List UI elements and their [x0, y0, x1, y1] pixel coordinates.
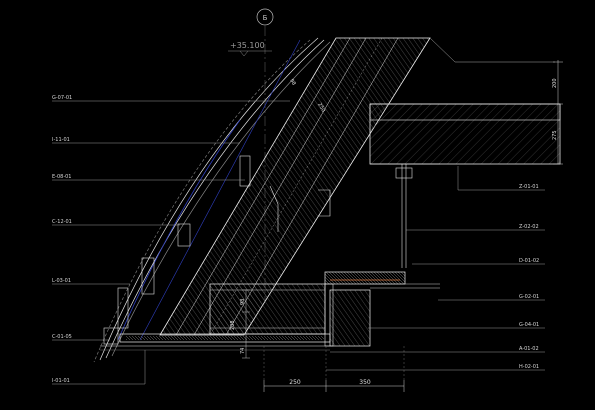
- right-dimension-chain: [553, 60, 563, 165]
- label-right-6: H-02-01: [519, 364, 539, 370]
- dim-bottom-left: 250: [289, 379, 301, 386]
- grid-axis-label: Б: [263, 14, 268, 22]
- label-right-0: Z-01-01: [519, 184, 539, 190]
- label-left-2: E-08-01: [52, 174, 72, 180]
- bottom-dimension-chain: [263, 346, 405, 392]
- elevation-text: +35.100: [230, 41, 265, 50]
- left-label-group: G-07-01 I-11-01 E-08-01 C-12-01 L-03-01 …: [52, 95, 72, 384]
- label-right-4: G-04-01: [519, 322, 539, 328]
- label-left-0: G-07-01: [52, 95, 72, 101]
- label-left-1: I-11-01: [52, 137, 70, 143]
- dim-right-mid: 275: [552, 130, 558, 140]
- right-label-group: Z-01-01 Z-02-02 D-01-02 G-02-01 G-04-01 …: [519, 184, 539, 370]
- concrete-slab: [369, 103, 561, 165]
- label-right-5: A-01-02: [519, 346, 539, 352]
- dim-bottom-right: 350: [359, 379, 371, 386]
- label-left-5: C-01-05: [52, 334, 72, 340]
- label-left-6: I-01-01: [52, 378, 70, 384]
- facade-brackets: [103, 155, 331, 345]
- left-callouts: [52, 100, 290, 385]
- label-left-3: C-12-01: [52, 219, 72, 225]
- dim-vert-a: 98: [240, 299, 246, 305]
- elevation-mark: +35.100: [228, 41, 272, 57]
- vertical-dimension-chain: [242, 289, 250, 359]
- dim-vert-c: 74: [240, 348, 246, 354]
- dim-slope-b: 250: [316, 102, 326, 113]
- grid-bubble: [256, 8, 274, 26]
- dim-vert-b: 208: [230, 320, 236, 330]
- label-left-4: L-03-01: [52, 278, 71, 284]
- dim-right-top: 200: [552, 78, 558, 88]
- lower-assembly: [100, 271, 440, 351]
- slope-dimensions: 98 250: [288, 78, 326, 113]
- right-callouts: [326, 166, 545, 371]
- grid-axis: Б: [256, 8, 274, 300]
- dim-slope-a: 98: [288, 78, 296, 87]
- suspension-rod: [395, 164, 413, 268]
- label-right-1: Z-02-02: [519, 224, 539, 230]
- label-right-3: G-02-01: [519, 294, 539, 300]
- label-right-2: D-01-02: [519, 258, 539, 264]
